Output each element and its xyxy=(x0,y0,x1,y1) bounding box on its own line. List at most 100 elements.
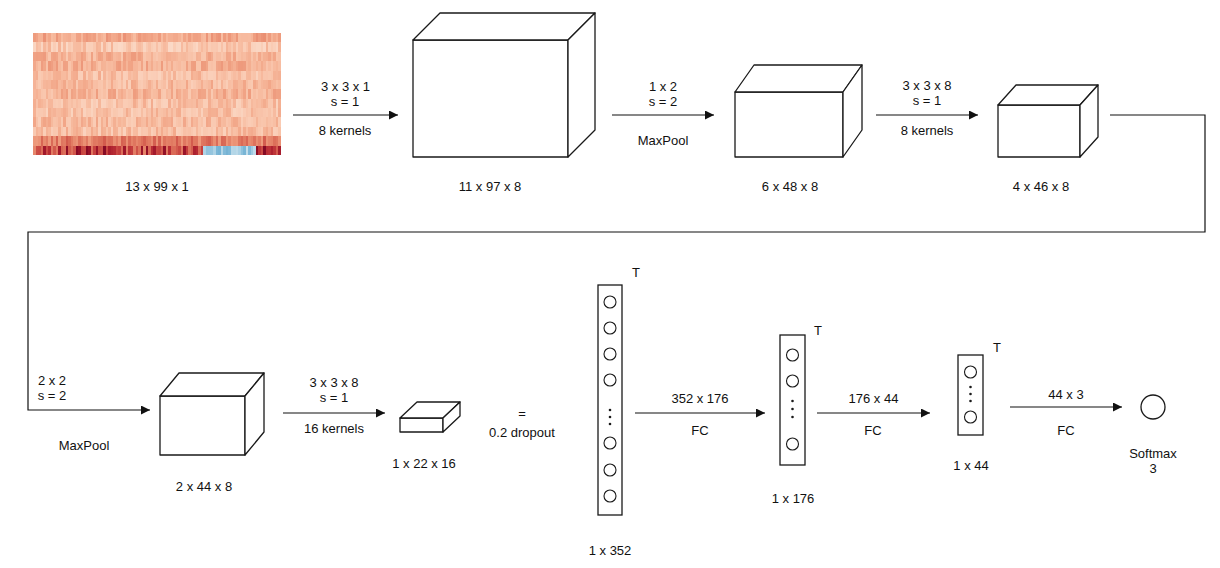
cube-face xyxy=(735,65,862,92)
kernel-count: 8 kernels xyxy=(900,123,955,138)
node-shape xyxy=(160,373,264,455)
layer-spec: 3 x 3 x 1 xyxy=(320,79,371,94)
feature-map-cube: 4 x 46 x 8 xyxy=(998,85,1098,157)
stride-label: s = 2 xyxy=(37,388,68,403)
transpose-mark: T xyxy=(632,265,640,280)
node-shape xyxy=(998,85,1098,157)
ellipsis-dot xyxy=(969,393,972,396)
stride-label: s = 2 xyxy=(648,94,679,109)
layer-arrow xyxy=(283,412,385,413)
neuron-circle xyxy=(604,374,616,386)
layer-spec: 3 x 3 x 8 xyxy=(308,375,359,390)
layer-arrow xyxy=(876,114,978,115)
ellipsis-dot xyxy=(791,408,794,411)
ellipsis-dot xyxy=(969,386,972,389)
cube-face xyxy=(413,13,595,40)
dimension-label: 13 x 99 x 1 xyxy=(125,179,189,194)
cube-face xyxy=(413,40,568,157)
neuron-circle xyxy=(787,375,799,387)
neuron-circle xyxy=(604,348,616,360)
equals-sign: = xyxy=(517,406,527,421)
node-shape xyxy=(413,13,595,157)
vector-outline xyxy=(958,355,983,435)
layer-type: MaxPool xyxy=(637,133,690,148)
feature-map-cube: 1 x 22 x 16 xyxy=(400,402,460,432)
neuron-circle xyxy=(787,438,799,450)
node-shape xyxy=(780,335,805,465)
node-shape xyxy=(735,65,862,157)
cube-face xyxy=(998,105,1080,157)
feature-vector: 1 x 44T xyxy=(958,355,983,435)
neuron-circle xyxy=(604,322,616,334)
layer-arrow xyxy=(635,412,765,413)
feature-map-cube: 6 x 48 x 8 xyxy=(735,65,862,157)
softmax-node: Softmax 3 xyxy=(1140,394,1166,420)
layer-spec: 3 x 3 x 8 xyxy=(901,78,952,93)
layer-type: FC xyxy=(1056,423,1075,438)
layer-arrow xyxy=(1010,406,1122,407)
spectrogram-cells xyxy=(33,33,281,155)
neuron-circle xyxy=(604,437,616,449)
dimension-label: 4 x 46 x 8 xyxy=(1013,179,1069,194)
cube-face xyxy=(400,418,443,432)
layer-spec: 176 x 44 xyxy=(848,391,900,406)
neuron-circle xyxy=(965,411,977,423)
neuron-circle xyxy=(604,464,616,476)
dimension-label: 1 x 22 x 16 xyxy=(392,456,456,471)
node-shape xyxy=(598,285,622,515)
stride-label: s = 1 xyxy=(319,390,350,405)
layer-spec: 1 x 2 xyxy=(648,79,678,94)
neuron-circle xyxy=(604,490,616,502)
cube-face xyxy=(160,396,245,455)
ellipsis-dot xyxy=(791,416,794,419)
cube-face xyxy=(245,373,264,455)
node-shape xyxy=(400,402,460,432)
feature-map-cube: 11 x 97 x 8 xyxy=(413,13,595,157)
layer-arrow xyxy=(817,412,930,413)
layer-spec: 44 x 3 xyxy=(1047,387,1084,402)
ellipsis-dot xyxy=(609,409,612,412)
vector-outline xyxy=(598,285,622,515)
feature-vector: 1 x 176T xyxy=(780,335,805,465)
cube-face xyxy=(443,402,460,432)
neuron-circle xyxy=(787,349,799,361)
transpose-mark: T xyxy=(814,323,822,338)
layer-arrow xyxy=(293,114,398,115)
layer-type: MaxPool xyxy=(58,438,111,453)
stride-label: s = 1 xyxy=(330,94,361,109)
cube-face xyxy=(843,65,862,157)
ellipsis-dot xyxy=(791,400,794,403)
input-spectrogram: 13 x 99 x 1 xyxy=(33,33,281,155)
dimension-label: 1 x 44 xyxy=(953,458,988,473)
layer-spec: 2 x 2 xyxy=(37,373,67,388)
cube-face xyxy=(735,92,843,157)
cube-face xyxy=(1080,85,1098,157)
vector-outline xyxy=(780,335,805,465)
dimension-label: 11 x 97 x 8 xyxy=(459,179,522,194)
node-shape xyxy=(958,355,983,435)
kernel-count: 16 kernels xyxy=(303,421,365,436)
ellipsis-dot xyxy=(609,416,612,419)
layer-type: FC xyxy=(863,423,882,438)
output-circle xyxy=(1141,395,1165,419)
neuron-circle xyxy=(965,366,977,378)
dropout-label: 0.2 dropout xyxy=(488,425,556,440)
ellipsis-dot xyxy=(969,400,972,403)
output-label: Softmax 3 xyxy=(1127,446,1179,476)
neuron-circle xyxy=(604,296,616,308)
transpose-mark: T xyxy=(993,340,1001,355)
layer-arrow xyxy=(612,114,714,115)
feature-map-cube: 2 x 44 x 8 xyxy=(160,373,264,455)
cube-face xyxy=(568,13,595,157)
dimension-label: 1 x 176 xyxy=(772,491,815,506)
kernel-count: 8 kernels xyxy=(318,123,373,138)
layer-spec: 352 x 176 xyxy=(670,391,729,406)
node-shape xyxy=(1140,394,1166,420)
dimension-label: 1 x 352 xyxy=(589,543,632,558)
stride-label: s = 1 xyxy=(912,93,943,108)
dimension-label: 2 x 44 x 8 xyxy=(176,479,232,494)
dimension-label: 6 x 48 x 8 xyxy=(762,179,818,194)
layer-type: FC xyxy=(690,423,709,438)
feature-vector: 1 x 352T xyxy=(598,285,622,515)
